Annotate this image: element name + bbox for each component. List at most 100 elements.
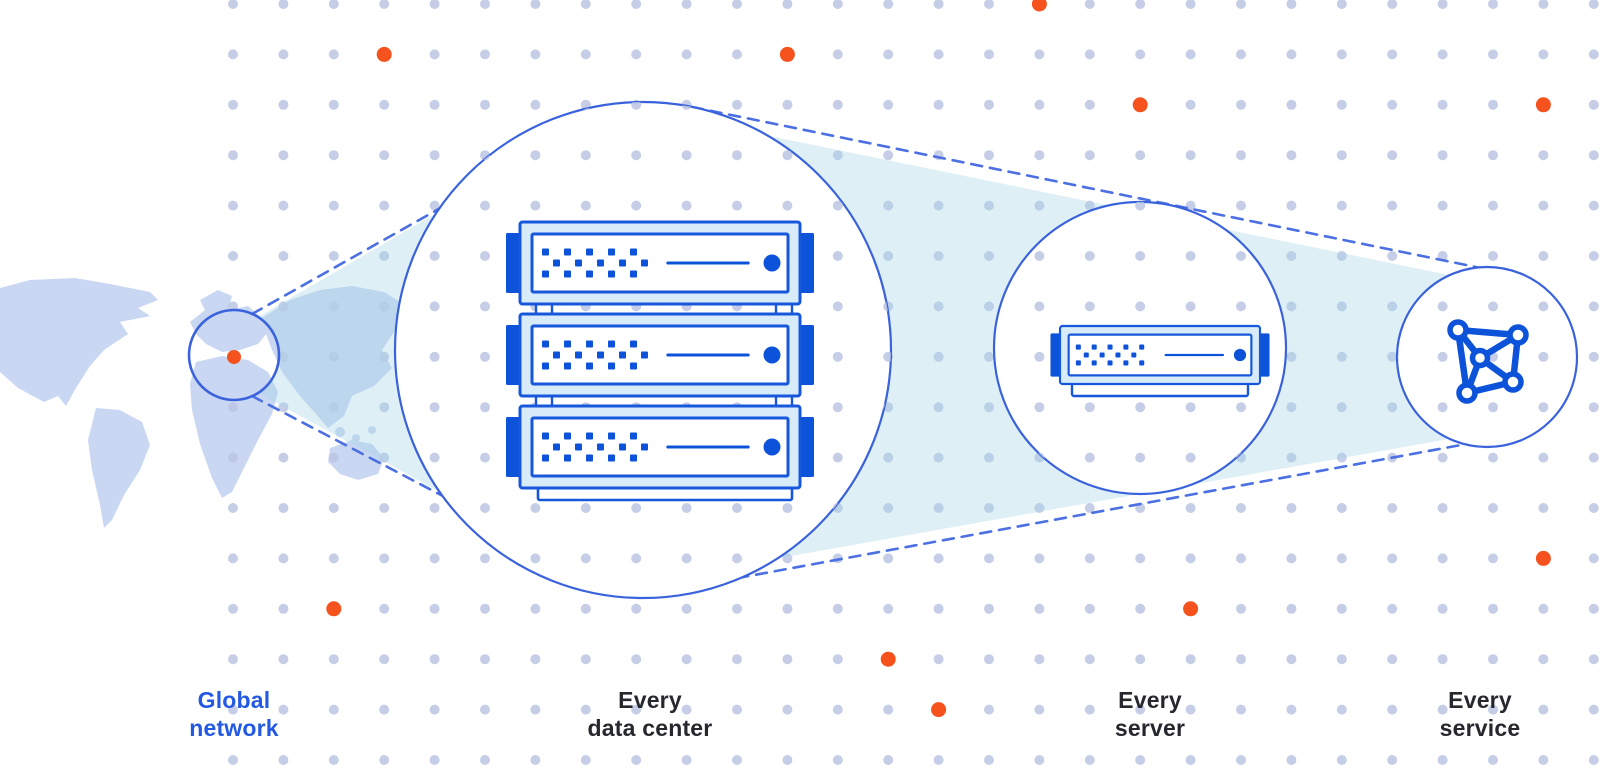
grid-dot [782, 150, 793, 161]
led-square [597, 443, 604, 451]
grid-dot [328, 553, 339, 564]
server-side-tab [798, 417, 814, 477]
grid-dot [1236, 0, 1246, 9]
label-line: Every [1118, 687, 1182, 713]
grid-dot [530, 0, 541, 9]
label-every-server: Every server [1020, 686, 1280, 742]
grid-dot [1185, 503, 1196, 513]
grid-dot [933, 251, 944, 261]
grid-dot [681, 0, 692, 9]
grid-dot [328, 99, 339, 110]
grid-dot [530, 553, 541, 564]
grid-dot [1437, 654, 1448, 665]
grid-dot [732, 0, 742, 9]
grid-dot [933, 351, 944, 362]
grid-dot [1286, 0, 1297, 9]
server-side-tab [506, 325, 522, 385]
grid-dot [530, 603, 541, 614]
grid-dot [1387, 755, 1398, 765]
grid-dot [1538, 49, 1549, 60]
led-square [619, 443, 626, 451]
grid-dot [732, 49, 742, 60]
grid-dot [1336, 351, 1347, 362]
grid-dot [429, 704, 440, 715]
grid-dot [278, 654, 289, 665]
grid-dot [580, 603, 591, 614]
mesh-node [1507, 324, 1529, 346]
grid-dot [832, 402, 843, 413]
grid-dot [631, 150, 642, 161]
grid-dot [1084, 603, 1095, 614]
grid-dot [1437, 704, 1448, 715]
grid-dot [832, 603, 843, 614]
led-square [608, 248, 615, 256]
grid-dot [580, 654, 591, 665]
grid-dot [832, 200, 843, 211]
grid-dot [1437, 503, 1448, 513]
grid-dot [782, 99, 793, 110]
grid-dot [1286, 99, 1297, 110]
grid-dot [278, 251, 289, 261]
led-square [608, 340, 615, 348]
grid-dot [1488, 200, 1498, 211]
grid-dot [1488, 251, 1498, 261]
led-square [641, 351, 648, 359]
led-square [564, 454, 571, 462]
continent-greenland [70, 283, 112, 308]
grid-dot [1336, 654, 1347, 665]
led-square [1091, 360, 1097, 366]
grid-dot [631, 704, 642, 715]
led-square [630, 362, 637, 370]
grid-dot [782, 0, 793, 9]
grid-dot [933, 755, 944, 765]
grid-dot [1387, 49, 1398, 60]
grid-dot [1084, 99, 1095, 110]
label-every-service: Every service [1350, 686, 1610, 742]
grid-dot [278, 452, 289, 463]
grid-dot [1437, 150, 1448, 161]
grid-dot [379, 99, 390, 110]
grid-dot [278, 553, 289, 564]
grid-dot [1387, 553, 1398, 564]
grid-dot [1135, 200, 1146, 211]
grid-dot [681, 553, 692, 564]
server-faceplate [530, 232, 790, 294]
server-rack [506, 220, 814, 502]
grid-dot [328, 452, 339, 463]
grid-dot [228, 200, 238, 211]
grid-dot [228, 553, 238, 564]
grid-dot [832, 99, 843, 110]
grid-dot [1588, 0, 1599, 9]
grid-dot [429, 351, 440, 362]
grid-dot [1034, 603, 1045, 614]
accent-orange-dot [1183, 601, 1199, 617]
grid-dot [228, 654, 238, 665]
grid-dot [1538, 251, 1549, 261]
accent-orange-dot [326, 601, 342, 617]
grid-dot [782, 553, 793, 564]
grid-dot [228, 0, 238, 9]
island [368, 426, 376, 434]
grid-dot [1135, 301, 1146, 312]
grid-dot [984, 351, 994, 362]
grid-dot [883, 200, 894, 211]
grid-dot [1387, 150, 1398, 161]
grid-dot [782, 654, 793, 665]
led-square [542, 248, 549, 256]
grid-dot [1387, 654, 1398, 665]
grid-dot [883, 704, 894, 715]
server-power-dot [763, 346, 781, 364]
grid-dot [1336, 452, 1347, 463]
grid-dot [984, 99, 994, 110]
grid-dot [1135, 150, 1146, 161]
grid-dot [379, 0, 390, 9]
grid-dot [379, 755, 390, 765]
grid-dot [429, 603, 440, 614]
grid-dot [732, 200, 742, 211]
led-square [1131, 352, 1137, 358]
led-square [564, 362, 571, 370]
grid-dot [278, 0, 289, 9]
grid-dot [732, 553, 742, 564]
grid-dot [1034, 654, 1045, 665]
grid-dot [631, 553, 642, 564]
